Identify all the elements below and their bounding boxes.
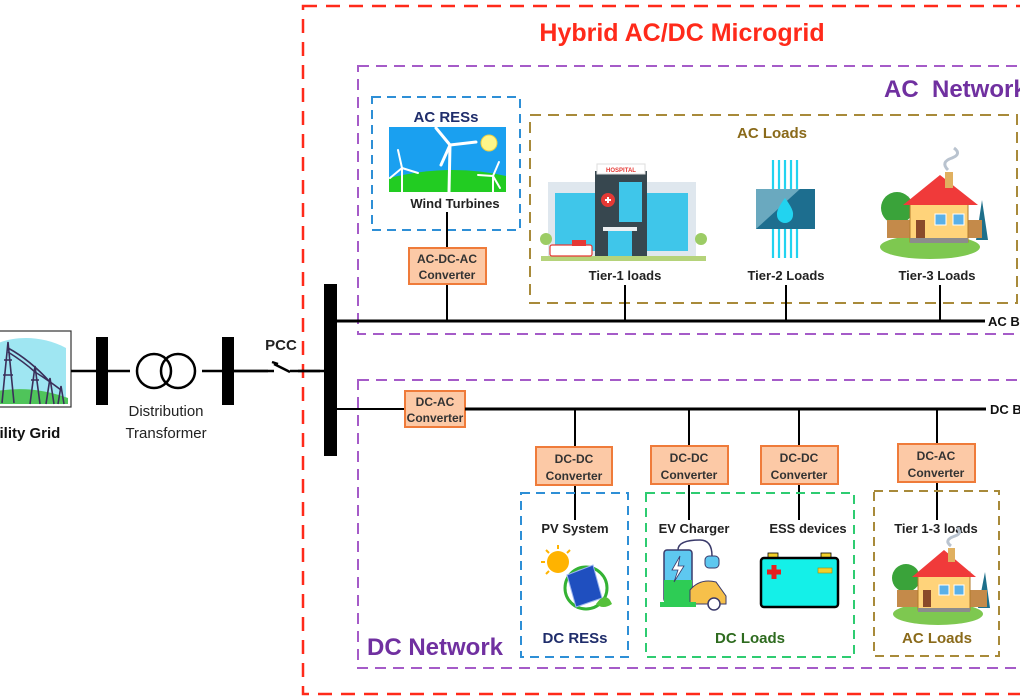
ac-dc-ac-converter[interactable]: AC-DC-AC Converter xyxy=(408,247,487,285)
ev-converter-line1: DC-DC xyxy=(670,451,709,465)
ac-loads-title: AC Loads xyxy=(737,125,807,142)
wind-turbines-label: Wind Turbines xyxy=(410,196,499,211)
main-vertical-bus xyxy=(324,284,337,456)
main-dc-ac-converter-line1: DC-AC xyxy=(416,395,455,409)
hospital-sign: HOSPITAL xyxy=(606,168,636,174)
ac-res-group xyxy=(371,96,521,231)
pcc-switch-icon[interactable] xyxy=(234,360,326,376)
tier-3-loads-label: Tier-3 Loads xyxy=(898,268,975,283)
ac-dc-ac-converter-line1: AC-DC-AC xyxy=(417,252,477,266)
loads-converter-line2: Converter xyxy=(908,466,965,480)
dc-ac-loads-title: AC Loads xyxy=(902,630,972,647)
main-dc-ac-converter[interactable]: DC-AC Converter xyxy=(404,390,466,428)
loads-dc-ac-converter[interactable]: DC-AC Converter xyxy=(897,443,976,483)
loads-converter-line1: DC-AC xyxy=(917,449,956,463)
ess-devices-label: ESS devices xyxy=(769,521,846,536)
pv-system-label: PV System xyxy=(541,521,608,536)
water-supply-icon xyxy=(756,160,815,258)
dc-network-boundary xyxy=(357,379,1020,669)
utility-grid-icon xyxy=(0,330,72,408)
ac-res-title: AC RESs xyxy=(413,109,478,126)
dc-loads-title: DC Loads xyxy=(715,630,785,647)
dc-network-label: DC Network xyxy=(367,634,504,661)
ev-converter-line2: Converter xyxy=(661,468,718,482)
hospital-icon: HOSPITAL xyxy=(540,163,707,261)
tier-2-loads-label: Tier-2 Loads xyxy=(747,268,824,283)
transformer-icon xyxy=(130,352,202,390)
tier-1-loads-label: Tier-1 loads xyxy=(589,268,662,283)
ev-charger-label: EV Charger xyxy=(659,521,730,536)
ac-dc-ac-converter-line2: Converter xyxy=(419,268,476,282)
transformer-label-line2: Transformer xyxy=(125,425,206,442)
ev-charger-icon xyxy=(660,539,727,611)
dc-ac-loads-group xyxy=(873,490,1000,657)
grid-side-busbar xyxy=(96,337,108,405)
microgrid-side-busbar xyxy=(222,337,234,405)
dc-res-group xyxy=(520,492,629,658)
ess-converter-line2: Converter xyxy=(771,468,828,482)
utility-grid-label: Utility Grid xyxy=(0,425,60,442)
pv-system-icon xyxy=(541,545,612,611)
dc-bus-label: DC Bus xyxy=(990,402,1020,417)
house-icon xyxy=(880,146,988,259)
dc-loads-group xyxy=(645,492,855,658)
microgrid-title: Hybrid AC/DC Microgrid xyxy=(539,19,824,47)
microgrid-boundary xyxy=(301,4,1020,696)
ac-bus-label: AC Bus xyxy=(988,314,1020,329)
tier-1-3-loads-label: Tier 1-3 loads xyxy=(894,521,978,536)
ac-network-label: AC Network xyxy=(884,76,1020,103)
house-icon-dc xyxy=(892,526,990,625)
main-dc-ac-converter-line2: Converter xyxy=(407,411,464,425)
ac-network-boundary xyxy=(357,65,1020,335)
pv-dc-dc-converter[interactable]: DC-DC Converter xyxy=(535,446,613,486)
pv-converter-line2: Converter xyxy=(546,469,603,483)
pv-converter-line1: DC-DC xyxy=(555,452,594,466)
ess-converter-line1: DC-DC xyxy=(780,451,819,465)
pcc-label: PCC xyxy=(265,337,297,354)
transformer-label-line1: Distribution xyxy=(128,403,203,420)
ac-loads-group xyxy=(529,114,1018,304)
battery-ess-icon xyxy=(759,552,840,609)
ev-dc-dc-converter[interactable]: DC-DC Converter xyxy=(650,445,729,485)
wind-turbines-icon xyxy=(389,126,506,194)
dc-res-title: DC RESs xyxy=(542,630,607,647)
ess-dc-dc-converter[interactable]: DC-DC Converter xyxy=(760,445,839,485)
